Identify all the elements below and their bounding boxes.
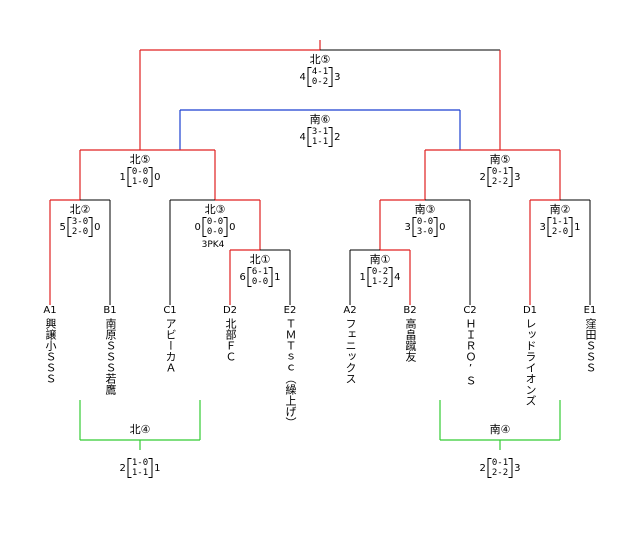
team-name-e1: 窪田ＳＳＳ [584, 318, 597, 373]
team-code-b2: B2 [403, 305, 417, 316]
team-name-c2: ＨＩＲＯ’Ｓ [464, 318, 477, 386]
match-label-kita4: 北④ [128, 423, 152, 436]
team-name-d1: レッドライオンズ [524, 318, 537, 406]
team-code-c1: C1 [163, 305, 177, 316]
team-name-a1: 興譲小ＳＳＳ [44, 318, 57, 384]
match-label-kita3: 北③ [203, 203, 227, 216]
match-label-minami4: 南④ [488, 423, 512, 436]
team-name-b2: 高畠蹴友 [404, 318, 417, 362]
match-label-minami6: 南⑥ [308, 113, 332, 126]
team-code-b1: B1 [103, 305, 117, 316]
match-label-kita5: 北⑤ [128, 153, 152, 166]
team-code-e2: E2 [283, 305, 297, 316]
team-code-c2: C2 [463, 305, 477, 316]
team-code-d2: D2 [222, 305, 238, 316]
team-name-d2: 北部ＦＣ [224, 318, 237, 362]
match-label-kita5-top: 北⑤ [308, 53, 332, 66]
team-code-d1: D1 [522, 305, 538, 316]
team-name-a2: フェニックス [344, 318, 357, 384]
pk-result-kita3: 3PK4 [201, 240, 225, 250]
match-label-minami5: 南⑤ [488, 153, 512, 166]
match-label-kita2: 北② [68, 203, 92, 216]
team-code-a2: A2 [343, 305, 357, 316]
match-label-minami1: 南① [368, 253, 392, 266]
match-label-minami2: 南② [548, 203, 572, 216]
team-code-a1: A1 [43, 305, 57, 316]
team-name-e2: ＴＭＴｓｃ（繰上げ） [284, 318, 297, 428]
team-name-b1: 南原ＳＳＳ若鷹 [104, 318, 117, 395]
team-code-e1: E1 [583, 305, 597, 316]
team-name-c1: アビーカＡ [164, 318, 177, 373]
match-label-minami3: 南③ [413, 203, 437, 216]
match-label-kita1: 北① [248, 253, 272, 266]
